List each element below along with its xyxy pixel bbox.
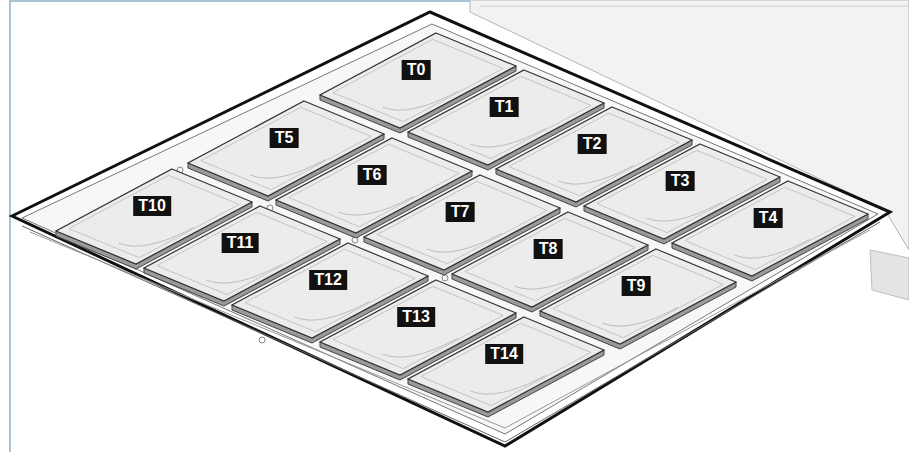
chassis-edge	[480, 6, 909, 7]
drive-label: T4	[754, 208, 783, 228]
platter-arc	[647, 202, 722, 221]
drive-label: T8	[534, 239, 563, 259]
drive-cover-edge	[553, 255, 723, 337]
tray-outline	[12, 12, 890, 446]
platter-arc	[515, 270, 590, 289]
screw-hole	[352, 237, 358, 243]
platter-arc	[251, 159, 326, 178]
platter-arc	[119, 227, 194, 246]
drive-cover-edge	[421, 323, 591, 405]
drive-top	[408, 317, 604, 412]
drive-label: T3	[666, 171, 695, 191]
drive-label: T1	[490, 97, 519, 117]
platter-arc	[383, 338, 458, 357]
platter-arc	[427, 233, 502, 252]
drive-label: T9	[622, 276, 651, 296]
drive-label: T14	[485, 344, 523, 364]
platter-arc	[559, 165, 634, 184]
screw-hole	[442, 275, 448, 281]
drive-label: T13	[397, 307, 435, 327]
disk-drive: T14	[406, 315, 606, 419]
platter-arc	[339, 196, 414, 215]
drive-top	[672, 181, 868, 276]
drive-label: T11	[222, 233, 259, 253]
drive-label: T0	[402, 60, 431, 80]
chassis-side	[870, 250, 909, 300]
platter-arc	[471, 375, 546, 394]
platter-arc	[735, 239, 810, 258]
frame-line	[9, 0, 11, 452]
platter-arc	[603, 307, 678, 326]
drive-top	[540, 249, 736, 344]
platter-arc	[471, 128, 546, 147]
drive-label: T5	[270, 128, 299, 148]
drive-label: T6	[358, 165, 387, 185]
drive-cover-edge	[685, 187, 855, 269]
drive-label: T10	[133, 196, 171, 216]
tray-floor	[22, 24, 878, 434]
drive-shape	[406, 315, 606, 419]
frame-line	[10, 0, 470, 2]
screw-hole	[259, 337, 265, 343]
platter-arc	[207, 264, 282, 283]
drive-label: T2	[578, 134, 607, 154]
platter-arc	[383, 91, 458, 110]
drive-label: T7	[446, 202, 475, 222]
drive-label: T12	[309, 270, 347, 290]
platter-arc	[295, 301, 370, 320]
